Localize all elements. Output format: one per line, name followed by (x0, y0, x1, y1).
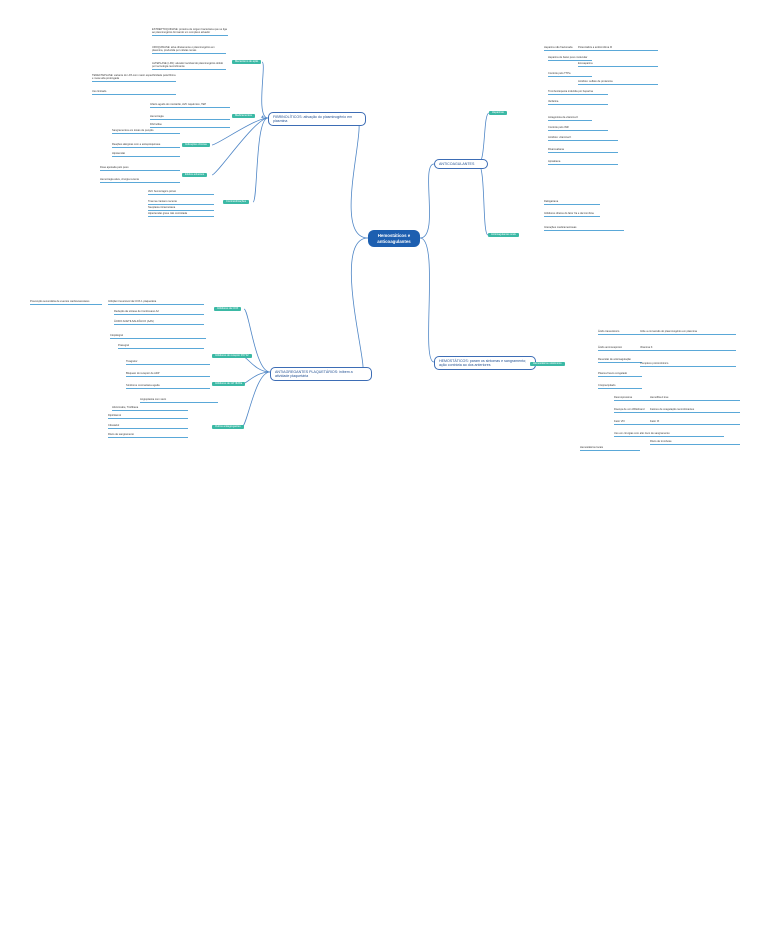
leaf-tr-4[interactable]: Controle pelo TTPa (548, 72, 592, 77)
link-root-tl (350, 117, 369, 239)
leaf-br-16[interactable]: Hemostáticos locais (580, 446, 640, 451)
leaf-tl-1[interactable]: UROQUINASE: ativa diretamente o plasmino… (152, 46, 226, 54)
tag-bl4[interactable]: Outros antiagregantes (212, 425, 244, 429)
leaf-bl-5[interactable]: Prasugrel (118, 344, 204, 349)
leaf-br-0[interactable]: Ácido tranexâmico (598, 330, 642, 335)
leaf-tl-10[interactable]: Hipotensão (112, 152, 180, 157)
link-root-br (419, 237, 435, 363)
tag-tl3[interactable]: Indicações clínicas (182, 143, 210, 147)
leaf-br-7[interactable]: Crioprecipitado (598, 384, 642, 389)
branch-tl[interactable]: FIBRINOLÍTICOS: ativação do plasminogêni… (268, 112, 366, 127)
branch-br[interactable]: HEMOSTÁTICOS: param os sintomas e sangra… (434, 356, 536, 371)
leaf-tl-4[interactable]: Uso limitado (92, 90, 176, 95)
tag-bl3[interactable]: Inibidores de GP IIb/IIIa (212, 382, 246, 386)
leaf-tl-15[interactable]: Neoplasia intracraniana (148, 206, 214, 211)
central-topic-label: Hemostáticos e anticoagulantes (377, 233, 411, 244)
leaf-br-6[interactable]: Plasma fresco congelado (598, 372, 642, 377)
link-tl-3 (211, 117, 269, 176)
leaf-tl-12[interactable]: Hemorragia ativa, cirurgia recente (100, 178, 180, 183)
leaf-bl-13[interactable]: Risco de sangramento (108, 433, 188, 438)
leaf-bl-3[interactable]: Prevenção secundária de eventos cardiova… (30, 300, 102, 305)
leaf-tr-9[interactable]: Controle pelo INR (548, 126, 608, 131)
leaf-tr-3[interactable]: Enoxaparina (578, 62, 658, 67)
leaf-bl-10[interactable]: Abciximabe, Tirofibana (112, 406, 188, 411)
leaf-tl-7[interactable]: Fibrinólise (150, 123, 230, 128)
tag-br1[interactable]: Hemostáticos sistêmicos (530, 362, 565, 366)
leaf-tr-1[interactable]: Potencializa a antitrombina III (578, 46, 658, 51)
link-bl-0 (243, 308, 271, 373)
link-root-bl (350, 237, 369, 373)
leaf-bl-2[interactable]: ÁCIDO ACETILSALICÍLICO (AAS) (114, 320, 204, 325)
leaf-tr-2[interactable]: Heparina de baixo peso molecular (548, 56, 592, 61)
leaf-tr-7[interactable]: Varfarina (548, 100, 608, 105)
link-tl-4 (252, 117, 269, 203)
tag-tr2[interactable]: Anticoagulantes orais (488, 233, 519, 237)
leaf-br-5[interactable]: Complexo protrombínico (640, 362, 736, 367)
leaf-bl-6[interactable]: Ticagrelor (126, 360, 210, 365)
branch-tr[interactable]: ANTICOAGULANTES (434, 159, 488, 169)
tag-bl1[interactable]: Inibidores da COX (214, 307, 242, 311)
central-topic[interactable]: Hemostáticos e anticoagulantes (368, 230, 420, 247)
link-root-tr (419, 163, 435, 239)
leaf-br-9[interactable]: Doença de von Willebrand (614, 408, 664, 413)
leaf-tr-10[interactable]: Antídoto: vitamina K (548, 136, 618, 141)
tag-tl1[interactable]: Mecanismo de ação (232, 60, 262, 64)
leaf-tr-6[interactable]: Trombocitopenia induzida por heparina (548, 90, 608, 95)
leaf-tl-14[interactable]: Trauma craniano recente (148, 200, 214, 205)
leaf-bl-9[interactable]: Angioplastia com stent (140, 398, 218, 403)
leaf-br-3[interactable]: Vitamina K (640, 346, 736, 351)
leaf-tr-0[interactable]: Heparina não fracionada (544, 46, 588, 51)
leaf-bl-4[interactable]: Clopidogrel (110, 334, 206, 339)
leaf-tl-0[interactable]: ESTREPTOQUINASE: proteína de origem bact… (152, 28, 228, 36)
leaf-tl-2[interactable]: ALTEPLASE (t-PA): ativador tecidual do p… (152, 62, 226, 70)
tag-tl4[interactable]: Efeitos adversos (182, 173, 208, 177)
leaf-tr-13[interactable]: Dabigatrana (544, 200, 600, 205)
link-tl-2 (211, 117, 269, 146)
leaf-br-11[interactable]: Fatores de coagulação recombinantes (650, 408, 740, 413)
leaf-br-14[interactable]: Uso em cirurgias com alto risco de sangr… (614, 432, 724, 437)
link-tr-0 (477, 112, 490, 165)
leaf-br-8[interactable]: Desmopressina (614, 396, 664, 401)
link-tl-0 (261, 61, 269, 119)
leaf-bl-1[interactable]: Redução da síntese de tromboxano A2 (114, 310, 204, 315)
leaf-br-10[interactable]: Hemofilia A leve (650, 396, 740, 401)
leaf-tl-3[interactable]: TENECTEPLASE: variante do t-PA com maior… (92, 74, 176, 82)
link-bl-1 (241, 355, 271, 373)
leaf-br-1[interactable]: Inibe a conversão do plasminogênio em pl… (640, 330, 736, 335)
leaf-tl-9[interactable]: Reações alérgicas com a estreptoquinase (112, 143, 180, 148)
link-bl-3 (241, 371, 271, 428)
leaf-bl-11[interactable]: Dipiridamol (108, 414, 188, 419)
leaf-tr-14[interactable]: Inibidores diretos do fator Xa e da trom… (544, 212, 600, 217)
leaf-br-4[interactable]: Reversão de anticoagulação (598, 358, 642, 363)
leaf-tl-8[interactable]: Sangramentos em locais de punção (112, 129, 180, 134)
leaf-tr-5[interactable]: Antídoto: sulfato de protamina (578, 80, 658, 85)
leaf-br-13[interactable]: Fator IX (650, 420, 740, 425)
leaf-br-2[interactable]: Ácido aminocaproico (598, 346, 642, 351)
leaf-bl-8[interactable]: Síndrome coronariana aguda (126, 384, 210, 389)
tag-bl2[interactable]: Inibidores do receptor P2Y12 (212, 354, 252, 358)
tag-tl2[interactable]: Medicamentos (232, 114, 255, 118)
leaf-bl-12[interactable]: Cilostazol (108, 424, 188, 429)
leaf-tl-6[interactable]: Hemorragia (150, 115, 230, 120)
leaf-tr-11[interactable]: Rivaroxabana (548, 148, 618, 153)
leaf-br-15[interactable]: Risco de trombose (650, 440, 740, 445)
link-tr-1 (477, 163, 489, 236)
leaf-tl-11[interactable]: Dose ajustada pelo peso (100, 166, 180, 171)
leaf-tl-16[interactable]: Hipertensão grave não controlada (148, 212, 214, 217)
leaf-tr-12[interactable]: Apixabana (548, 160, 618, 165)
leaf-tr-15[interactable]: Interações medicamentosas (544, 226, 624, 231)
leaf-tr-8[interactable]: Antagonista da vitamina K (548, 116, 592, 121)
tag-tr1[interactable]: Heparinas (489, 111, 507, 115)
leaf-bl-0[interactable]: Inibição irreversível da COX-1 plaquetár… (108, 300, 204, 305)
leaf-tl-13[interactable]: AVC hemorrágico prévio (148, 190, 214, 195)
leaf-br-12[interactable]: Fator VIII (614, 420, 664, 425)
leaf-bl-7[interactable]: Bloqueio do receptor de ADP (126, 372, 210, 377)
leaf-tl-5[interactable]: Infarto agudo do miocárdio, AVC isquêmic… (150, 103, 230, 108)
tag-tl5[interactable]: Contraindicações (223, 200, 250, 204)
branch-bl[interactable]: ANTIAGREGANTES PLAQUETÁRIOS: inibem a at… (270, 367, 372, 382)
